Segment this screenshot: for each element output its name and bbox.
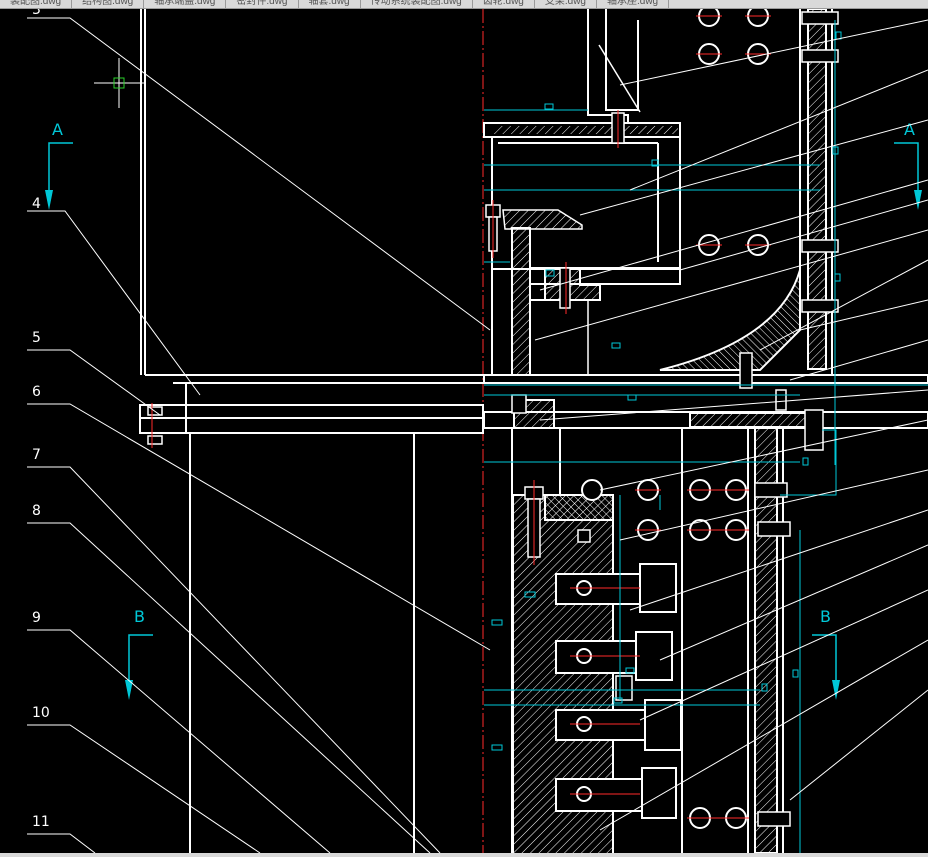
upper-flange-hatch xyxy=(494,126,678,134)
part-label: 3 xyxy=(32,9,41,18)
document-tab[interactable]: 传动系统装配图.dwg xyxy=(361,0,473,8)
status-bar xyxy=(0,853,928,857)
inner-hub xyxy=(511,227,601,376)
section-label: A xyxy=(52,120,63,139)
leader-lines xyxy=(27,17,928,854)
document-tab[interactable]: 轴承座.dwg xyxy=(597,0,670,8)
bolt-center-marks xyxy=(492,15,771,819)
part-label: 4 xyxy=(32,196,41,212)
part-label: 7 xyxy=(32,447,41,463)
document-tab[interactable]: 密封件.dwg xyxy=(226,0,299,8)
section-mark-a-right: A xyxy=(894,120,922,210)
left-flange-bolt xyxy=(147,403,163,448)
document-tab[interactable]: 齿轮.dwg xyxy=(473,0,535,8)
lower-cavities xyxy=(555,563,682,819)
document-tab[interactable]: 装配图.dwg xyxy=(0,0,73,8)
part-label: 11 xyxy=(32,814,50,830)
section-mark-b-left: B xyxy=(125,607,153,700)
section-mark-a-left: A xyxy=(45,120,73,210)
document-tab[interactable]: 轴套.dwg xyxy=(299,0,361,8)
document-tab[interactable]: 轴承端盖.dwg xyxy=(144,0,227,8)
section-label: B xyxy=(134,607,145,626)
part-label: 6 xyxy=(32,384,41,400)
crosshair-cursor xyxy=(94,58,144,108)
document-tab[interactable]: 结构图.dwg xyxy=(72,0,145,8)
outer-wall xyxy=(659,8,833,376)
part-label: 8 xyxy=(32,503,41,519)
section-mark-b-right: B xyxy=(812,607,840,700)
document-tab[interactable]: 支架.dwg xyxy=(535,0,597,8)
document-tab-bar: 装配图.dwg 结构图.dwg 轴承端盖.dwg 密封件.dwg 轴套.dwg … xyxy=(0,0,928,9)
part-label: 5 xyxy=(32,330,41,346)
part-label: 9 xyxy=(32,610,41,626)
left-housing xyxy=(139,9,484,853)
seal-ring xyxy=(502,209,583,230)
section-label: A xyxy=(904,120,915,139)
part-number-labels: 3 4 5 6 7 8 9 10 11 xyxy=(32,2,50,830)
part-label: 10 xyxy=(32,705,50,721)
section-label: B xyxy=(820,607,831,626)
